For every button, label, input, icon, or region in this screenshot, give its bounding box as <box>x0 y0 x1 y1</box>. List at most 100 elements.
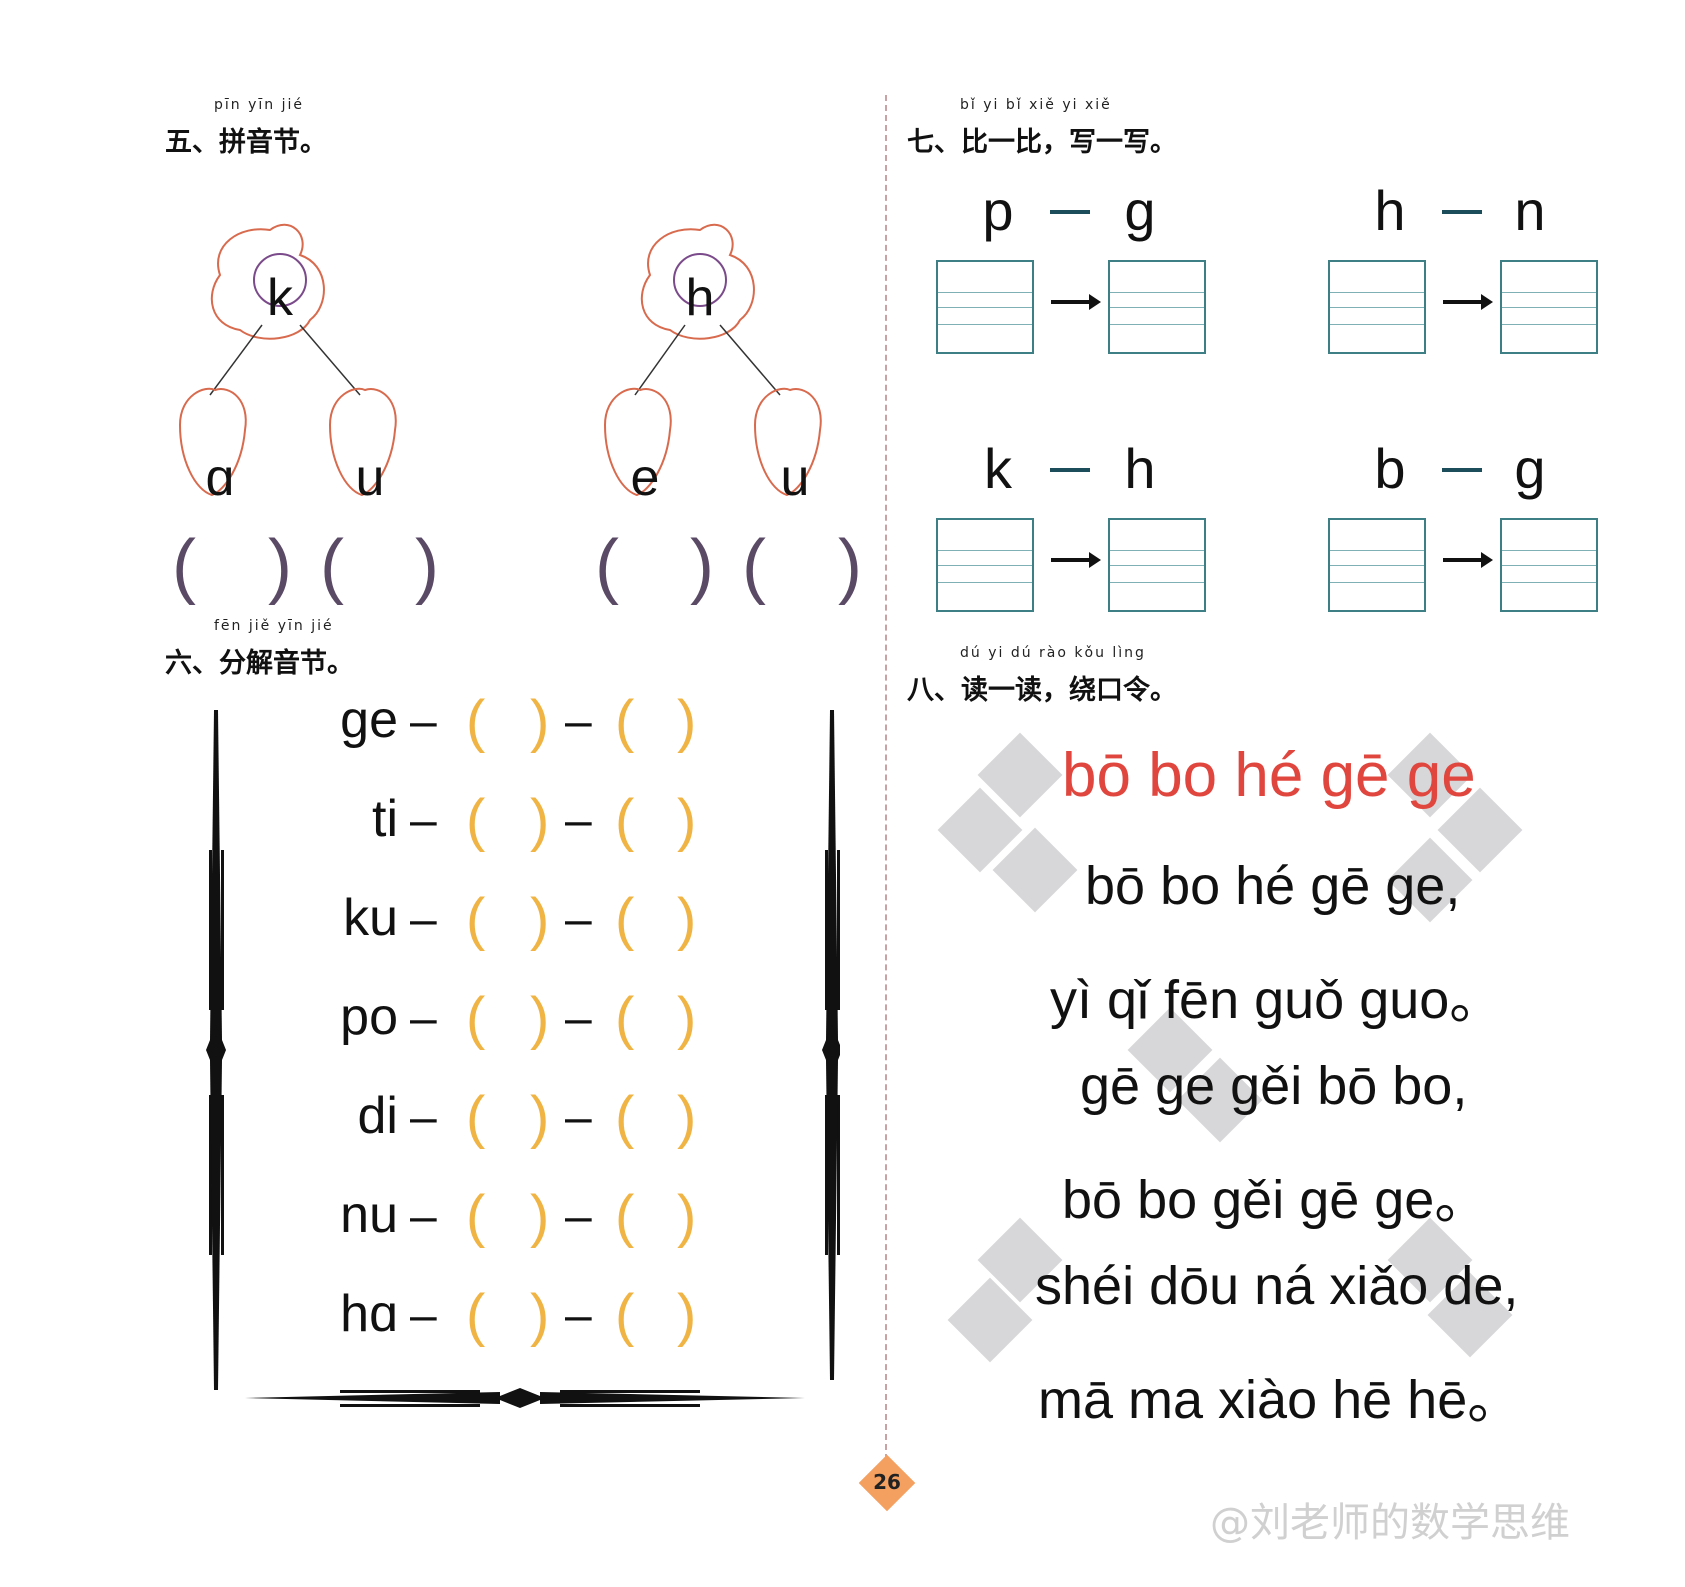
section8-pinyin: dú yi dú rào kǒu lìng <box>960 645 1146 661</box>
tree1-left-letter: ɑ <box>205 449 235 507</box>
dash: – <box>565 794 592 847</box>
answer-paren-open: ( <box>466 1184 486 1249</box>
answer-paren-close: ) <box>530 788 550 853</box>
compare-dash <box>1050 468 1090 472</box>
answer-paren-close: ) <box>530 1283 550 1348</box>
answer-paren-open: ( <box>615 887 635 952</box>
answer-paren-close: ) <box>415 526 439 606</box>
leaf-shape-icon <box>640 223 755 340</box>
compare-letter-b: g <box>1514 437 1546 500</box>
strawberry-right-icon <box>328 387 397 497</box>
syllable: di <box>357 1087 398 1145</box>
answer-paren-open: ( <box>466 986 486 1051</box>
answer-paren-open: ( <box>466 887 486 952</box>
poem-line: bō bo hé gē ge, <box>1085 856 1461 916</box>
answer-paren-open: ( <box>172 526 196 606</box>
dash: – <box>410 1289 437 1342</box>
dash: – <box>410 1091 437 1144</box>
answer-paren-open: ( <box>466 788 486 853</box>
answer-paren-close: ) <box>677 1283 697 1348</box>
section6-title: 六、分解音节。 <box>165 648 354 679</box>
dash: – <box>410 1190 437 1243</box>
section5-title: 五、拼音节。 <box>165 127 327 158</box>
compare-letter-b: h <box>1124 437 1156 500</box>
writing-box[interactable] <box>1500 260 1598 354</box>
answer-paren-open: ( <box>615 788 635 853</box>
dash: – <box>410 992 437 1045</box>
writing-box[interactable] <box>1108 518 1206 612</box>
syllable: nu <box>340 1186 398 1244</box>
answer-paren-close: ) <box>677 689 697 754</box>
answer-paren-open: ( <box>466 1283 486 1348</box>
answer-paren-close: ) <box>530 986 550 1051</box>
dash: – <box>410 893 437 946</box>
tree2-left-letter: e <box>630 449 660 507</box>
answer-paren-close: ) <box>530 689 550 754</box>
compare-letter-b: n <box>1514 179 1546 242</box>
poem-line: bō bo gěi gē ge。 <box>1062 1170 1489 1230</box>
answer-paren-open: ( <box>742 526 766 606</box>
syllable: hɑ <box>340 1285 398 1343</box>
answer-paren-open: ( <box>466 1085 486 1150</box>
tree-2 <box>603 223 822 497</box>
tree1-top-letter: k <box>267 269 293 327</box>
section5-pinyin: pīn yīn jié <box>214 97 304 113</box>
writing-box[interactable] <box>1500 518 1598 612</box>
poem-line: yì qǐ fēn guǒ guo。 <box>1050 970 1504 1030</box>
writing-box[interactable] <box>1328 260 1426 354</box>
dash: – <box>565 1190 592 1243</box>
strawberry-right-icon <box>753 387 822 497</box>
compare-letter-a: p <box>982 179 1014 242</box>
strawberry-left-icon <box>603 387 672 497</box>
poem-title: bō bo hé gē ge <box>1062 741 1476 810</box>
syllable: ku <box>343 889 398 947</box>
tree1-right-letter: u <box>355 449 385 507</box>
poem-line: mā ma xiào hē hē。 <box>1038 1370 1522 1430</box>
answer-paren-close: ) <box>530 1184 550 1249</box>
answer-paren-close: ) <box>838 526 862 606</box>
leaf-shape-icon <box>210 223 325 340</box>
arrow-right-icon <box>1443 552 1493 568</box>
dash: – <box>410 695 437 748</box>
compare-dash <box>1442 468 1482 472</box>
writing-box[interactable] <box>1328 518 1426 612</box>
section7-pinyin: bǐ yi bǐ xiě yi xiě <box>960 97 1112 113</box>
pinyin-trees-graphic <box>178 223 822 497</box>
dash: – <box>410 794 437 847</box>
answer-paren-open: ( <box>615 689 635 754</box>
watermark: @刘老师的数学思维 <box>1210 1500 1570 1546</box>
answer-paren-open: ( <box>466 689 486 754</box>
compare-dash <box>1442 210 1482 214</box>
answer-paren-close: ) <box>677 887 697 952</box>
answer-paren-close: ) <box>677 986 697 1051</box>
compare-letter-a: b <box>1374 437 1406 500</box>
compare-letter-b: g <box>1124 179 1156 242</box>
compare-letter-a: h <box>1374 179 1406 242</box>
tree-1 <box>178 223 397 497</box>
answer-paren-close: ) <box>677 1184 697 1249</box>
writing-box[interactable] <box>936 260 1034 354</box>
dash: – <box>565 893 592 946</box>
poem-line: gē ge gěi bō bo, <box>1080 1056 1468 1116</box>
writing-box[interactable] <box>1108 260 1206 354</box>
dash: – <box>565 1091 592 1144</box>
section8-title: 八、读一读，绕口令。 <box>907 675 1177 706</box>
syllable: ti <box>372 790 398 848</box>
answer-paren-open: ( <box>615 986 635 1051</box>
answer-paren-open: ( <box>320 526 344 606</box>
dash: – <box>565 695 592 748</box>
answer-paren-close: ) <box>268 526 292 606</box>
answer-paren-open: ( <box>615 1184 635 1249</box>
answer-paren-close: ) <box>677 788 697 853</box>
tree2-top-letter: h <box>685 269 715 327</box>
page-divider <box>885 95 887 1460</box>
answer-paren-close: ) <box>530 1085 550 1150</box>
top-letter-circle <box>673 253 727 307</box>
answer-paren-open: ( <box>595 526 619 606</box>
answer-paren-close: ) <box>530 887 550 952</box>
compare-dash <box>1050 210 1090 214</box>
arrow-right-icon <box>1051 552 1101 568</box>
writing-box[interactable] <box>936 518 1034 612</box>
ornament-frame <box>206 710 840 1408</box>
syllable: ge <box>340 691 398 749</box>
